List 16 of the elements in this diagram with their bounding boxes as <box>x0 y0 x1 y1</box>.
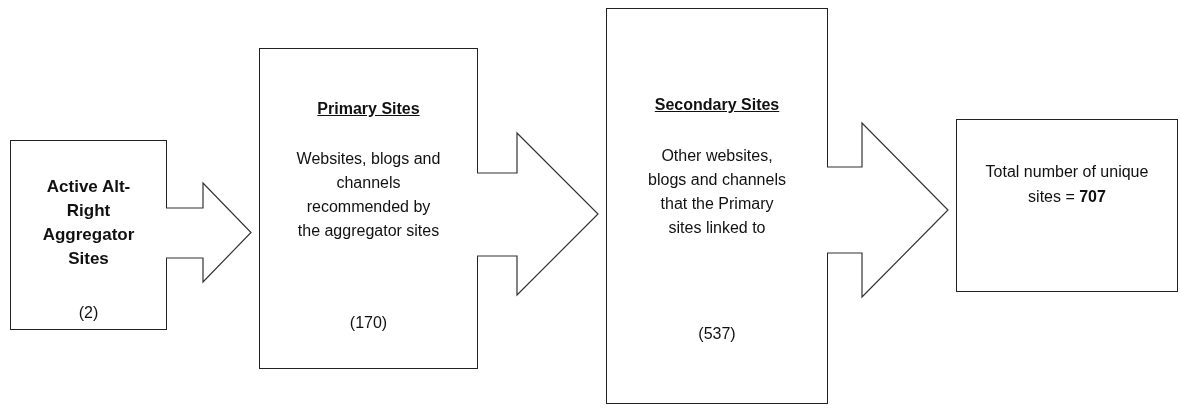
process-box <box>259 48 478 369</box>
block-arrow <box>165 181 252 284</box>
process-box <box>956 119 1178 292</box>
block-arrow <box>476 131 599 297</box>
box-text: (537) <box>697 324 737 344</box>
box-heading: Primary Sites <box>316 99 421 119</box>
box-heading: Secondary Sites <box>653 95 781 115</box>
box-text: Websites, blogs and channels recommended by the aggregator sites <box>295 149 442 241</box>
box-text: (170) <box>348 313 389 333</box>
box-text: Other websites, blogs and channels that the Primary sites linked to <box>647 146 787 238</box>
process-box <box>10 140 167 330</box>
box-text: (2) <box>77 303 100 323</box>
process-box <box>606 8 828 404</box>
box-text: Active Alt-Right Aggregator Sites <box>41 176 136 270</box>
box-text: Total number of unique sites = 707 <box>984 162 1150 207</box>
block-arrow <box>826 121 949 299</box>
